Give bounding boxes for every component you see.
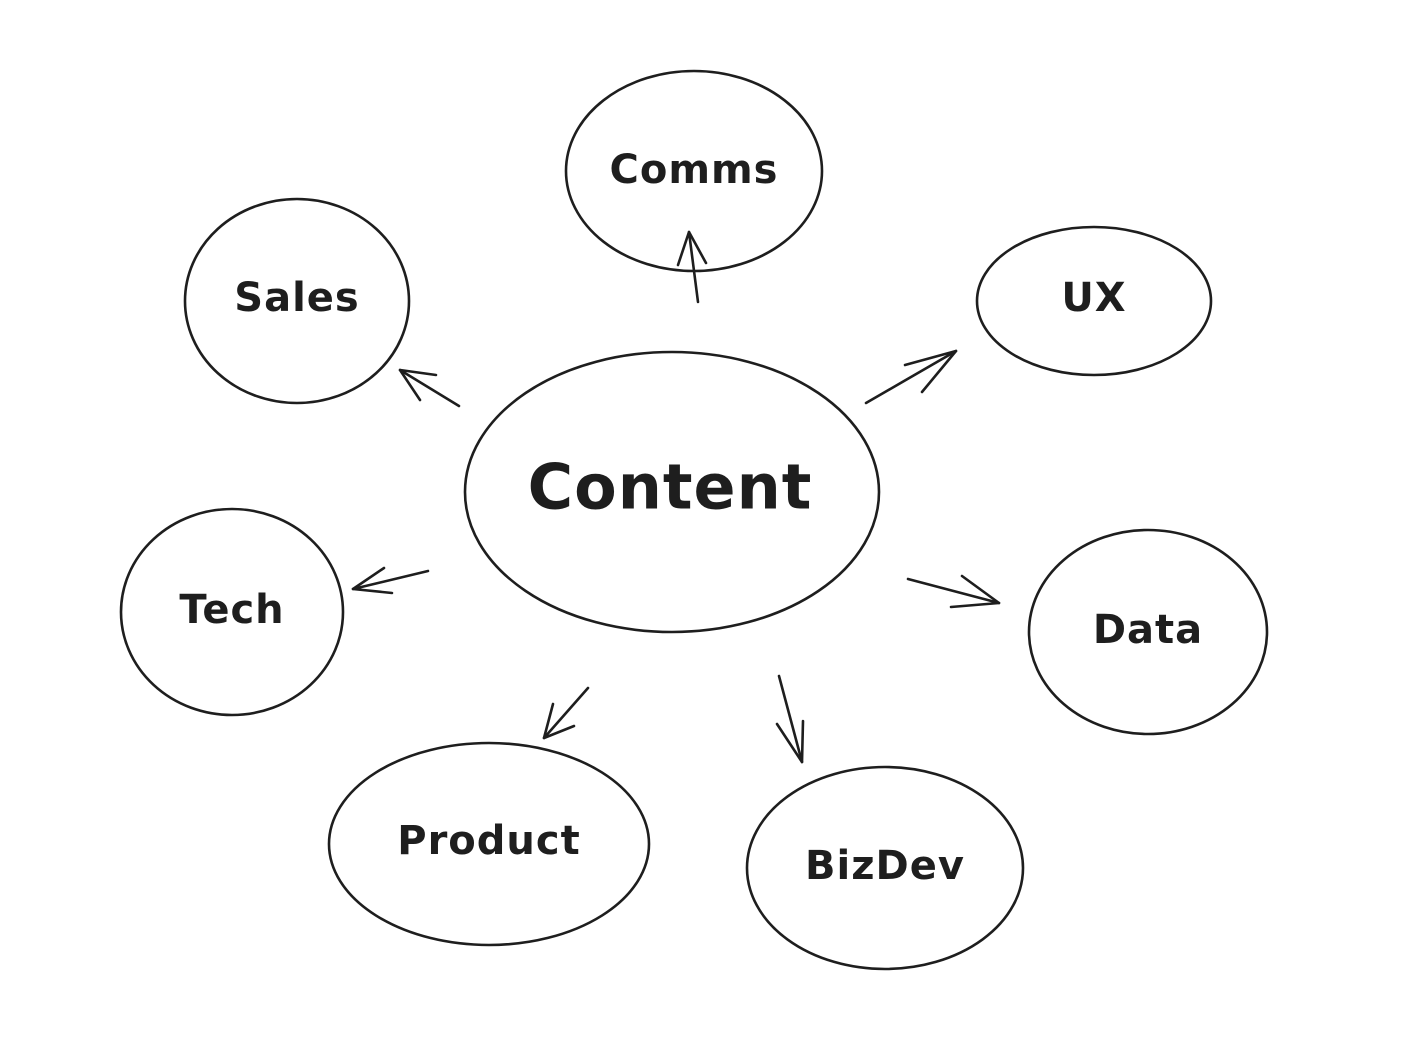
- arrow-sales-shaft: [398, 368, 461, 408]
- arrow-bizdev-head: [775, 719, 805, 764]
- node-tech-label: Tech: [179, 587, 284, 633]
- node-product-label: Product: [397, 818, 580, 864]
- node-data[interactable]: Data: [1027, 528, 1269, 736]
- arrow-product-shaft: [542, 686, 590, 740]
- arrow-comms-shaft: [687, 230, 700, 304]
- arrow-content-to-comms: [676, 230, 708, 304]
- node-data-ellipse: [1027, 528, 1269, 736]
- node-bizdev[interactable]: BizDev: [745, 765, 1025, 971]
- arrow-content-to-sales: [398, 368, 461, 408]
- node-sales[interactable]: Sales: [183, 197, 411, 405]
- arrow-ux-shaft: [864, 349, 958, 405]
- node-ux-label: UX: [1061, 275, 1126, 321]
- node-sales-ellipse: [183, 197, 411, 405]
- arrow-content-to-product: [542, 686, 590, 740]
- node-product-ellipse: [327, 741, 651, 947]
- node-sales-label: Sales: [234, 275, 359, 321]
- arrow-ux-head: [903, 349, 958, 394]
- node-comms-label: Comms: [609, 147, 778, 193]
- arrow-content-to-ux: [864, 349, 958, 405]
- node-tech-ellipse: [119, 507, 345, 717]
- arrow-content-to-bizdev: [775, 674, 805, 764]
- arrow-sales-head: [398, 368, 438, 402]
- node-ux[interactable]: UX: [975, 225, 1213, 377]
- node-content[interactable]: Content: [463, 350, 881, 634]
- arrow-tech-shaft: [351, 569, 430, 591]
- node-tech[interactable]: Tech: [119, 507, 345, 717]
- node-data-label: Data: [1093, 607, 1203, 653]
- node-comms[interactable]: Comms: [564, 69, 824, 273]
- node-content-label: Content: [528, 451, 813, 524]
- node-bizdev-ellipse: [745, 765, 1025, 971]
- arrow-content-to-tech: [351, 566, 430, 595]
- arrow-content-to-data: [906, 574, 1001, 609]
- arrow-data-head: [949, 574, 1001, 609]
- arrow-comms-head: [676, 230, 708, 267]
- node-product[interactable]: Product: [327, 741, 651, 947]
- arrow-data-shaft: [906, 577, 1001, 605]
- arrow-product-head: [542, 702, 576, 740]
- arrow-bizdev-shaft: [777, 674, 804, 764]
- node-bizdev-label: BizDev: [805, 843, 965, 889]
- node-content-ellipse: [463, 350, 881, 634]
- arrow-tech-head: [351, 566, 394, 595]
- node-ux-ellipse: [975, 225, 1213, 377]
